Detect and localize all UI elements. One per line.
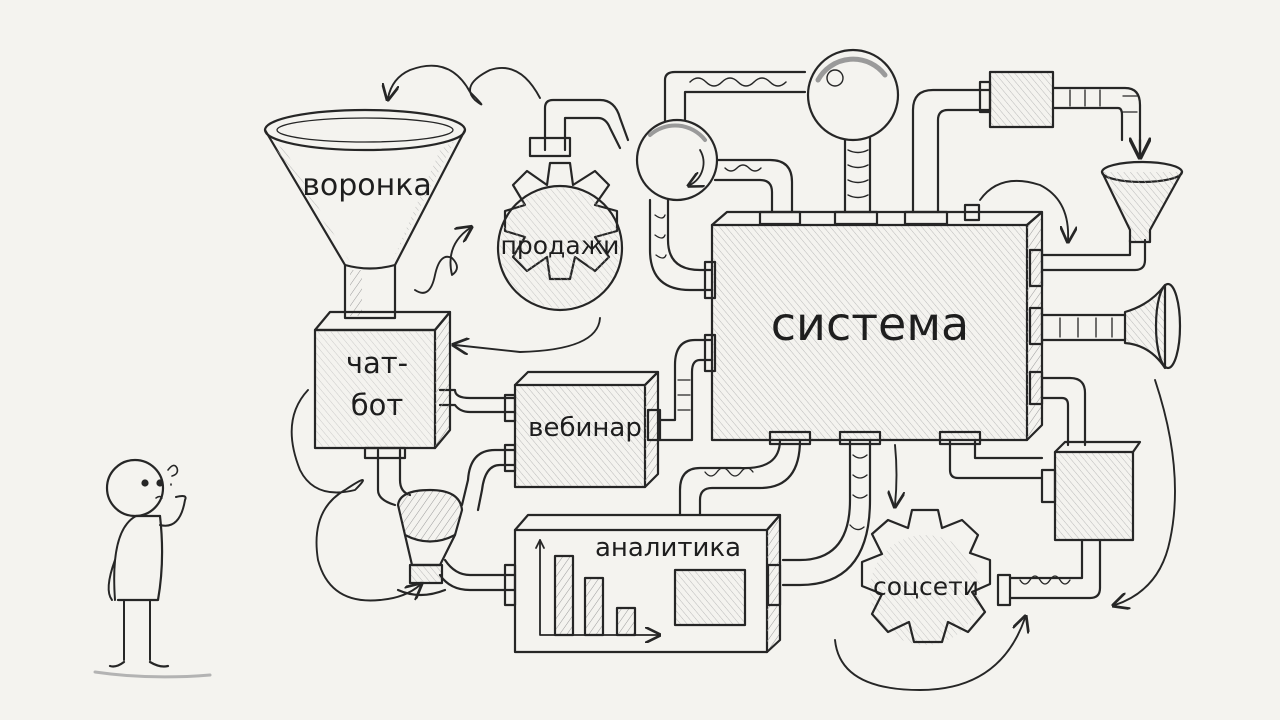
pipes — [376, 70, 1147, 600]
funnel — [263, 108, 467, 320]
valve-ball — [635, 118, 719, 202]
horn-speaker — [1123, 282, 1182, 370]
stick-figure — [93, 458, 212, 679]
system-block — [703, 203, 1044, 446]
analytics-box — [503, 513, 782, 654]
pressure-ball — [806, 48, 900, 142]
chatbot-box — [313, 310, 452, 460]
connector-bulb — [396, 488, 464, 597]
social-label: соцсети — [873, 572, 979, 601]
analytics-label: аналитика — [595, 533, 741, 563]
valve-box — [978, 70, 1055, 129]
social-gear — [860, 508, 1012, 645]
gear-top-coupling — [528, 136, 572, 158]
funnel-label: воронка — [302, 168, 432, 203]
chatbot-label-line1: чат- — [346, 346, 408, 380]
router-box — [1040, 440, 1142, 542]
chatbot-label-line2: бот — [351, 388, 404, 422]
flow-arrows — [290, 64, 1176, 691]
component-labels: воронка чат- бот продажи система вебинар… — [302, 168, 979, 601]
system-label: система — [771, 297, 969, 351]
sales-gear — [496, 161, 624, 312]
funnel-right — [1100, 140, 1184, 244]
webinar-box — [503, 370, 662, 489]
sales-label: продажи — [501, 231, 620, 260]
webinar-label: вебинар — [528, 413, 642, 443]
